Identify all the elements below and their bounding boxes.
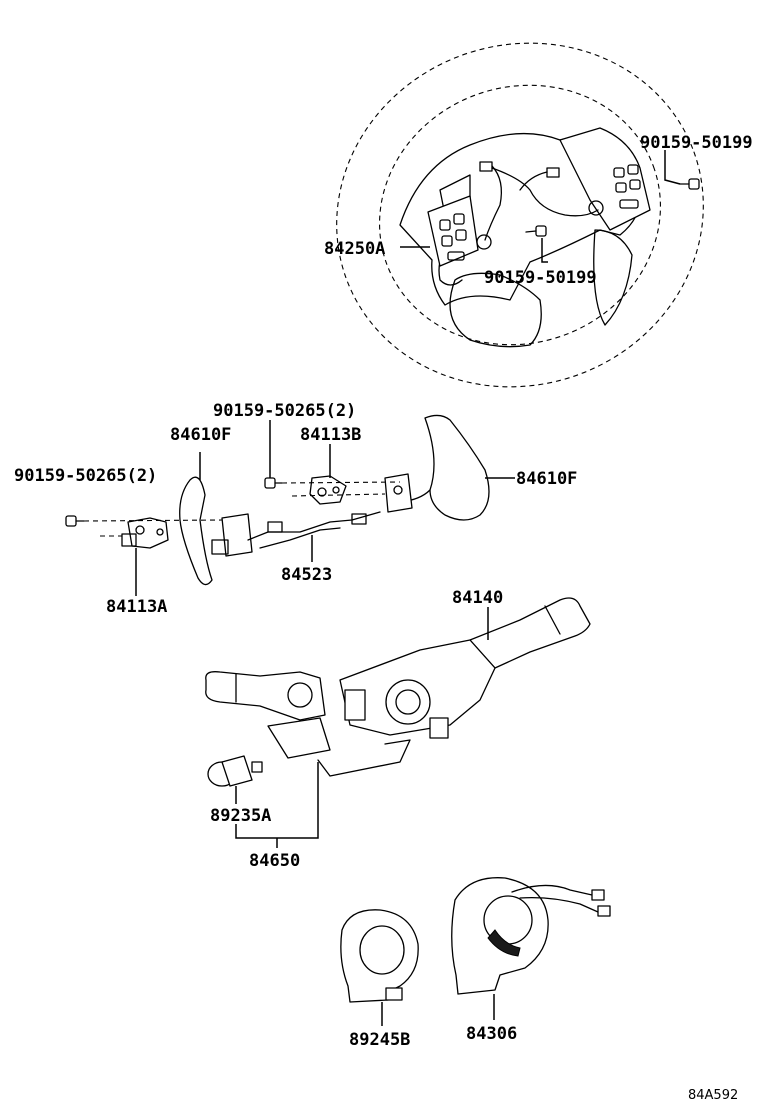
label-bolts-upper: 90159-50265(2)	[213, 401, 356, 421]
right-steering-switch	[559, 127, 651, 231]
combination-switch-body	[339, 639, 496, 739]
spiral-cable	[451, 877, 611, 995]
label-spiral-cable: 84306	[466, 1024, 517, 1044]
left-steering-switch	[427, 195, 479, 267]
label-sensor: 89235A	[210, 806, 271, 826]
label-paddle-left: 84610F	[170, 425, 231, 445]
steering-wheel	[336, 42, 704, 388]
drawing-code: 84A592	[688, 1088, 738, 1103]
paddle-harness	[247, 511, 381, 549]
label-paddle-right: 84610F	[516, 469, 577, 489]
bolt-icon-wheel-right	[679, 178, 700, 190]
left-paddle-switch	[211, 513, 253, 557]
label-bolt-center: 90159-50199	[484, 268, 597, 288]
label-assembly: 84650	[249, 851, 300, 871]
switch-base	[267, 717, 411, 777]
switch-wiring	[476, 161, 599, 250]
label-spiral-cable-sub: 89245B	[349, 1030, 410, 1050]
label-harness: 84523	[281, 565, 332, 585]
label-steering-switch: 84250A	[324, 239, 385, 259]
label-bracket-right: 84113B	[300, 425, 361, 445]
sensor	[207, 755, 263, 787]
label-combination-switch: 84140	[452, 588, 503, 608]
bolt-icon-wheel-center	[525, 225, 547, 237]
bolt-icon-paddle-right	[264, 477, 283, 489]
left-paddle-shifter	[179, 476, 213, 586]
bolt-icon-paddle-left	[65, 515, 85, 527]
right-paddle-switch	[384, 473, 413, 513]
turn-signal-lever	[205, 671, 326, 721]
label-bolts-left: 90159-50265(2)	[14, 466, 157, 486]
spiral-cable-sub	[340, 909, 419, 1003]
label-bracket-left: 84113A	[106, 597, 167, 617]
left-bracket	[121, 517, 169, 549]
right-bracket	[309, 475, 347, 505]
right-paddle-shifter	[399, 414, 490, 521]
label-bolt-top-right: 90159-50199	[640, 133, 753, 153]
wiper-lever	[469, 597, 591, 669]
